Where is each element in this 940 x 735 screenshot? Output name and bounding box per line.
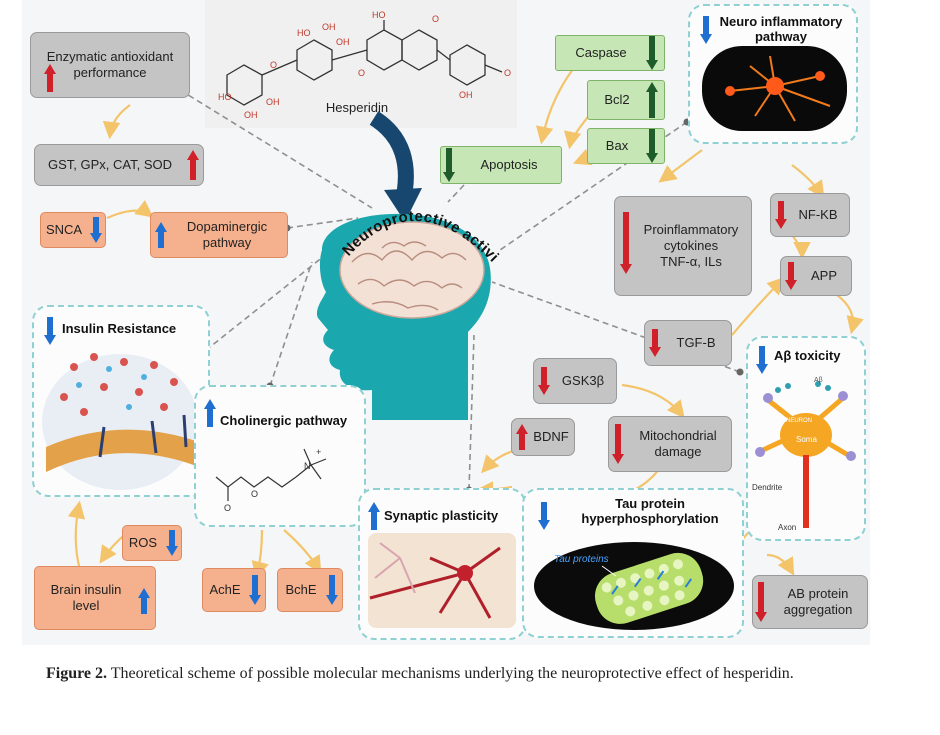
gst-up-arrow-icon [187,150,199,180]
caption-text: Theoretical scheme of possible molecular… [107,665,794,682]
ab-small-label: Aβ [814,377,823,384]
hesperidin-label: Hesperidin [325,99,389,115]
svg-text:O: O [504,68,511,78]
svg-text:O: O [251,489,258,499]
svg-text:OH: OH [459,90,473,100]
apoptosis-down-arrow-icon [443,148,455,182]
svg-text:OH: OH [244,110,258,120]
synapse-icon [368,533,516,628]
svg-text:HO: HO [218,92,232,102]
snca-down-arrow-icon [90,217,102,243]
enzymatic-up-arrow-icon [44,64,56,92]
tgfb-box: TGF-B [644,320,732,366]
tau-proteins-label: Tau proteins [554,554,609,565]
axon-label: Axon [778,523,796,532]
svg-text:HO: HO [297,28,311,38]
insulin-receptor-icon [42,353,199,490]
synaptic-plasticity-title: Synaptic plasticity [384,508,499,523]
svg-text:OH: OH [336,37,350,47]
svg-text:OH: OH [322,22,336,32]
bche-down-arrow-icon [326,575,338,605]
insulin-resistance-title: Insulin Resistance [62,321,177,336]
ab-toxicity-title: Aβ toxicity [774,348,841,363]
neuron-toxicity-icon: NEURON Soma Aβ Dendrite Axon [752,377,856,532]
cholinergic-title: Cholinergic pathway [220,413,348,428]
ab-aggregation-down-arrow-icon [755,582,767,622]
gsk3b-down-arrow-icon [538,367,550,395]
neuron-label: NEURON [786,418,812,424]
svg-text:O: O [224,503,231,513]
hesperidin-structure-panel [205,0,517,128]
caption-label: Figure 2. [46,665,108,682]
svg-text:O: O [432,14,439,24]
gst-gpx-cat-sod-box: GST, GPx, CAT, SOD [34,144,204,186]
neuron-network-icon [702,46,847,131]
svg-text:N: N [304,461,311,471]
soma-label: Soma [796,435,817,444]
ache-down-arrow-icon [249,575,261,605]
cholinergic-panel: Cholinergic pathway O O N + [194,385,366,527]
bax-down-arrow-icon [646,129,658,163]
insulin-resistance-panel: Insulin Resistance [32,305,210,497]
synaptic-plasticity-panel: Synaptic plasticity [358,488,526,640]
dopaminergic-up-arrow-icon [155,222,167,248]
ab-toxicity-panel: Aβ toxicity NEURON Soma Aβ Dendrite Axon [746,336,866,541]
svg-text:OH: OH [266,97,280,107]
microtubule-icon: Tau proteins [534,542,734,630]
caspase-down-arrow-icon [646,36,658,70]
hesperidin-structure-icon [226,20,503,106]
apoptosis-box: Apoptosis [440,146,562,184]
svg-text:O: O [270,60,277,70]
figure-caption: Figure 2. Theoretical scheme of possible… [46,661,906,686]
dendrite-label: Dendrite [752,483,783,492]
nfkb-down-arrow-icon [775,201,787,229]
bcl2-up-arrow-icon [646,82,658,118]
caspase-box: Caspase [555,35,665,71]
bdnf-up-arrow-icon [516,424,528,450]
dopaminergic-box: Dopaminergic pathway [150,212,288,258]
app-down-arrow-icon [785,262,797,290]
enzymatic-antioxidant-box: Enzymatic antioxidant performance [30,32,190,98]
acetylcholine-structure-icon: O O N + [215,447,327,513]
svg-text:+: + [316,447,321,457]
brain-insulin-up-arrow-icon [138,588,150,614]
svg-text:O: O [358,68,365,78]
svg-text:HO: HO [372,10,386,20]
brain-icon [339,221,485,319]
dashed-connectors [179,89,741,491]
hesperidin-to-brain-arrow [384,188,422,222]
proinflammatory-down-arrow-icon [620,212,632,274]
tgfb-down-arrow-icon [649,329,661,357]
mitochondrial-down-arrow-icon [612,424,624,464]
ros-down-arrow-icon [166,530,178,556]
